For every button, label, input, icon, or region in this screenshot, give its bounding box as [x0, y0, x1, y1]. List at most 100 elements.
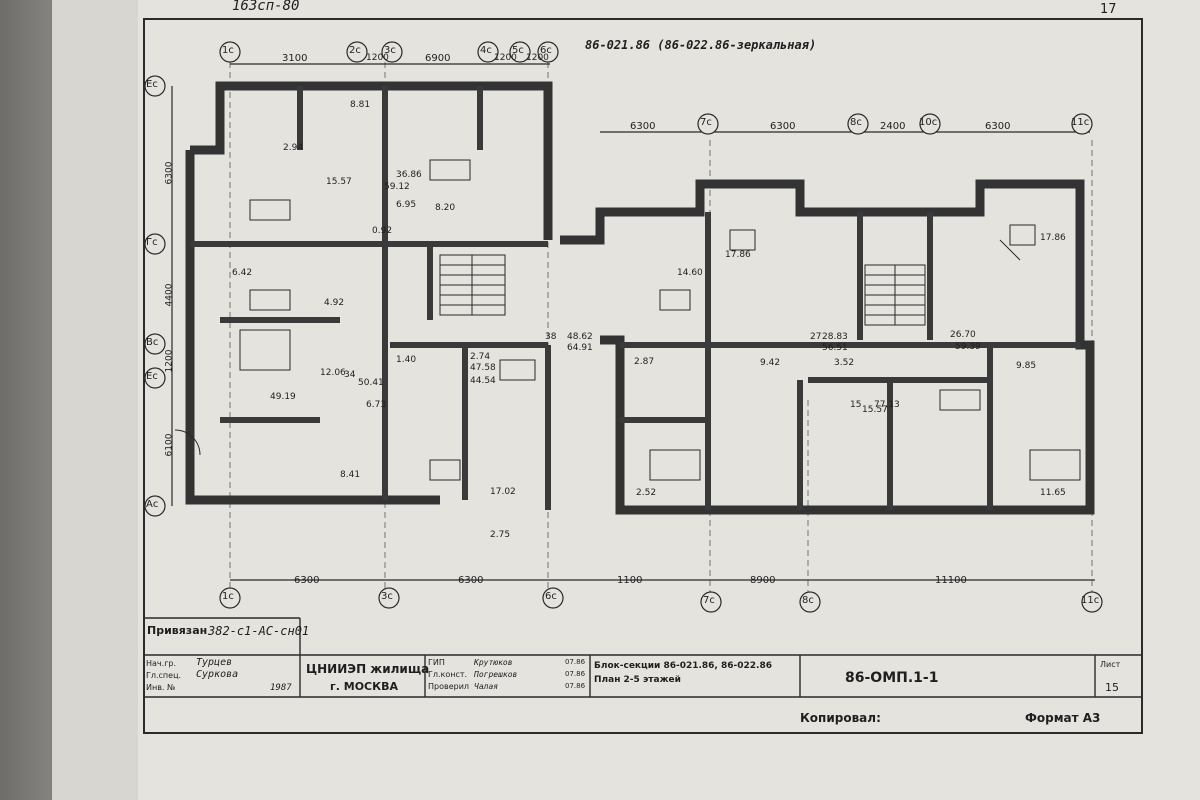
signature-name: Турцев [196, 657, 233, 668]
axis-label-left: Ес [146, 371, 158, 382]
signature-role: Инв. № [146, 683, 176, 692]
dimension-left: 6100 [164, 433, 175, 457]
room-area: 8.81 [350, 100, 371, 110]
axis-label-top: 6с [540, 45, 552, 56]
sheet-corner-number: 17 [1100, 2, 1117, 17]
axis-label-top: 4с [480, 45, 492, 56]
axis-label-top: 10с [919, 117, 938, 128]
room-area: 2.75 [490, 530, 511, 540]
dimension-top: 2400 [880, 121, 906, 132]
title-date: 07.86 [565, 670, 586, 678]
axis-label-bottom: 8с [802, 595, 814, 606]
room-area: 9.85 [1016, 361, 1037, 371]
room-area: 8.20 [435, 203, 456, 213]
sheet-number: 15 [1105, 681, 1119, 694]
organization-city: г. МОСКВА [330, 680, 399, 693]
title-date: 07.86 [565, 682, 586, 690]
room-area: 12.06 [320, 368, 346, 378]
room-area: 49.19 [270, 392, 296, 402]
sheet-label: Лист [1100, 660, 1121, 669]
room-area: 2.74 [470, 352, 491, 362]
room-area: 15.57 [326, 177, 352, 187]
dimension-left: 6300 [164, 161, 175, 185]
dimension-top: 3100 [282, 53, 308, 64]
room-area: 27 [810, 332, 822, 342]
axis-label-top: 8с [850, 117, 862, 128]
axis-label-top: 1с [222, 45, 234, 56]
room-area: 11.65 [1040, 488, 1066, 498]
signature-name: 1987 [270, 683, 292, 693]
room-area: 47.58 [470, 363, 496, 373]
room-area: 56.51 [822, 343, 848, 353]
room-area: 17.86 [725, 250, 751, 260]
room-area: 15 [850, 400, 862, 410]
dimension-top: 1200 [494, 53, 517, 63]
drawing-number: 86-ОМП.1-1 [845, 670, 939, 686]
signature-name: Суркова [196, 669, 239, 680]
dimension-bottom: 8900 [750, 575, 776, 586]
room-area: 44.54 [470, 376, 496, 386]
room-area: 1.40 [396, 355, 417, 365]
room-area: 2.87 [634, 357, 655, 367]
axis-label-top: 3с [384, 45, 396, 56]
room-area: 6.42 [232, 268, 253, 278]
title-role: Гл.конст. [428, 670, 468, 679]
dimension-top: 1200 [526, 53, 549, 63]
room-area: 6.73 [366, 400, 387, 410]
room-area: 64.91 [567, 343, 593, 353]
axis-label-left: Ес [146, 79, 158, 90]
room-area: 3.52 [834, 358, 855, 368]
top-note: 163сп-80 [232, 0, 300, 14]
axis-label-left: Гс [146, 237, 158, 248]
signature-role: Гл.спец. [146, 671, 182, 680]
room-area: 2.52 [636, 488, 657, 498]
room-area: 50.41 [358, 378, 384, 388]
dimension-top: 6900 [425, 53, 451, 64]
room-area: 14.60 [677, 268, 703, 278]
room-area: 28.83 [822, 332, 848, 342]
title-name: Крутюков [474, 658, 513, 667]
drawing-code: 86-021.86 (86-022.86-зеркальная) [585, 38, 817, 52]
axis-label-top: 2с [349, 45, 361, 56]
signature-role: Нач.гр. [146, 659, 177, 668]
dimension-bottom: 6300 [458, 575, 484, 586]
axis-label-bottom: 3с [381, 591, 393, 602]
dimension-bottom: 11100 [935, 575, 967, 586]
room-area: 0.92 [372, 226, 393, 236]
axis-label-top: 5с [512, 45, 524, 56]
room-area: 26.70 [950, 330, 976, 340]
room-area: 38 [545, 332, 557, 342]
dimension-top: 6300 [770, 121, 796, 132]
room-area: 8.41 [340, 470, 361, 480]
room-area: 36.86 [396, 170, 422, 180]
dimension-top: 6300 [985, 121, 1011, 132]
room-area: 2.94 [283, 143, 304, 153]
title-date: 07.86 [565, 658, 586, 666]
axis-label-left: Вс [146, 337, 159, 348]
room-area: 17.86 [1040, 233, 1066, 243]
room-area: 9.42 [760, 358, 781, 368]
drawing-sheet [138, 0, 1200, 800]
axis-label-bottom: 7с [703, 595, 715, 606]
axis-label-top: 7с [700, 117, 712, 128]
room-area: 17.02 [490, 487, 516, 497]
dimension-left: 1200 [164, 349, 175, 373]
sheet-frame [143, 18, 1143, 734]
title-name: Чалая [474, 682, 499, 691]
axis-label-top: 11с [1071, 117, 1090, 128]
room-area: 59.12 [384, 182, 410, 192]
copied-by-label: Копировал: [800, 711, 881, 725]
room-area: 4.92 [324, 298, 345, 308]
dimension-top: 1200 [366, 53, 389, 63]
title-role: ГИП [428, 658, 445, 667]
room-area: 59.39 [955, 342, 981, 352]
room-area: 34 [344, 370, 356, 380]
room-area: 6.95 [396, 200, 417, 210]
dimension-bottom: 1100 [617, 575, 643, 586]
axis-label-left: Ас [146, 499, 159, 510]
attachment-label: Привязан [147, 624, 208, 637]
attachment-value: 382-с1-АС-сн01 [208, 624, 310, 638]
room-area: 15.57 [862, 405, 888, 415]
organization-name: ЦНИИЭП жилища [306, 662, 430, 676]
